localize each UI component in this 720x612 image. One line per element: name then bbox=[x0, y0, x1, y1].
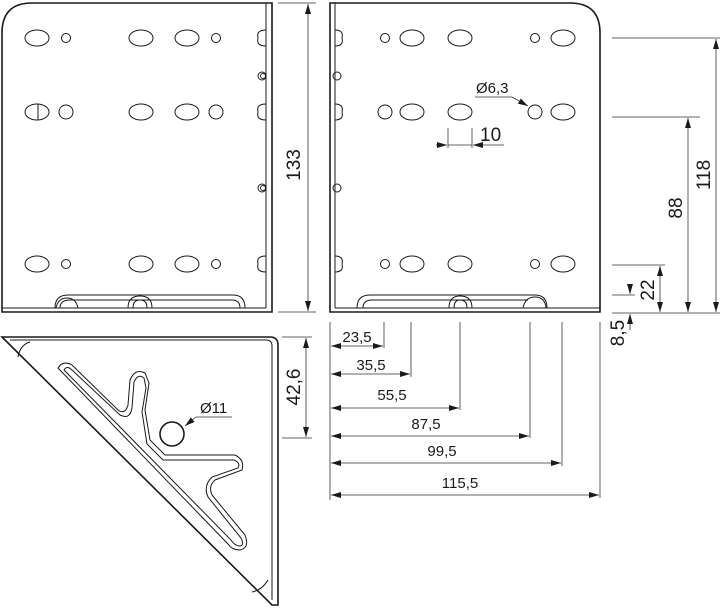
svg-text:99,5: 99,5 bbox=[427, 443, 456, 460]
svg-text:8,5: 8,5 bbox=[608, 320, 629, 346]
stiffening-rib bbox=[54, 294, 246, 309]
front-view-plate bbox=[1, 2, 273, 313]
stiffening-rib bbox=[356, 294, 548, 309]
hole-diameter-callout: Ø6,3 bbox=[475, 80, 529, 107]
svg-text:42,6: 42,6 bbox=[284, 369, 305, 406]
svg-text:23,5: 23,5 bbox=[342, 329, 371, 346]
slot-holes bbox=[24, 29, 267, 273]
svg-text:10: 10 bbox=[480, 125, 501, 146]
dimension-42-6: 42,6 bbox=[282, 336, 312, 439]
svg-text:87,5: 87,5 bbox=[411, 416, 440, 433]
top-view-gusset: Ø11 bbox=[0, 336, 279, 606]
svg-text:Ø11: Ø11 bbox=[200, 400, 227, 417]
dimension-133: 133 bbox=[278, 2, 316, 313]
side-view-plate: Ø6,3 10 bbox=[329, 2, 601, 313]
hole-diameter-callout: Ø11 bbox=[184, 400, 232, 427]
svg-text:88: 88 bbox=[666, 197, 687, 218]
slot-holes bbox=[332, 29, 576, 273]
svg-text:118: 118 bbox=[694, 160, 715, 190]
dimension-10: 10 bbox=[436, 125, 504, 148]
horizontal-dimensions: 23,5 35,5 55,5 87,5 99,5 115,5 bbox=[329, 322, 601, 500]
vertical-dimensions: 118 88 22 8,5 bbox=[608, 37, 720, 346]
svg-text:55,5: 55,5 bbox=[377, 387, 406, 404]
svg-text:22: 22 bbox=[638, 279, 659, 300]
svg-text:35,5: 35,5 bbox=[356, 357, 385, 374]
svg-text:115,5: 115,5 bbox=[442, 475, 478, 492]
height-label: 133 bbox=[284, 149, 305, 181]
svg-text:Ø6,3: Ø6,3 bbox=[476, 80, 509, 97]
